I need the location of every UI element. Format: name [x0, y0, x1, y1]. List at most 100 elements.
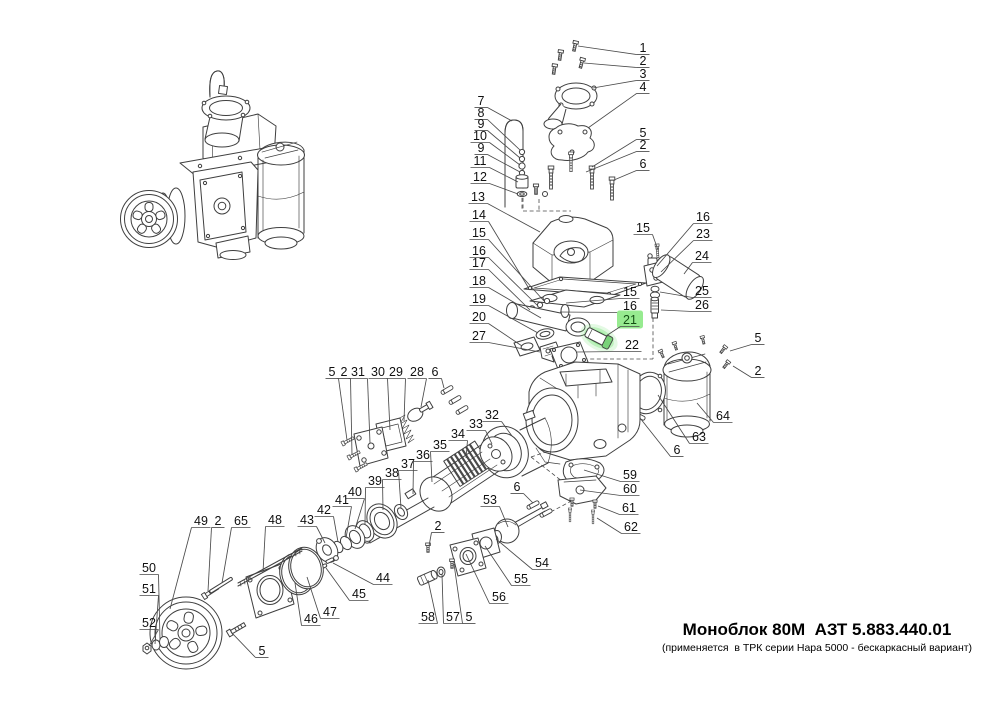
callout-53: 53: [480, 493, 509, 528]
callout-8: 8: [474, 106, 521, 151]
svg-text:33: 33: [469, 417, 483, 431]
callout-39: 39: [364, 474, 385, 525]
callout-56: 56: [465, 553, 509, 604]
callout-1: 1: [577, 41, 650, 55]
callout-5: 5: [729, 331, 765, 352]
callout-2: 2: [583, 54, 650, 68]
svg-text:38: 38: [385, 466, 399, 480]
callout-22: 22: [576, 338, 642, 353]
exploded-view: [142, 40, 732, 670]
callout-62: 62: [596, 517, 641, 534]
svg-text:48: 48: [268, 513, 282, 527]
svg-text:29: 29: [389, 365, 403, 379]
svg-text:2: 2: [215, 514, 222, 528]
callout-16: 16: [656, 210, 713, 267]
svg-text:8: 8: [478, 106, 485, 120]
svg-text:40: 40: [348, 485, 362, 499]
callout-51: 51: [139, 582, 159, 645]
svg-text:9: 9: [478, 141, 485, 155]
part-bearing-stack: [315, 503, 398, 570]
svg-text:62: 62: [624, 520, 638, 534]
svg-text:36: 36: [416, 448, 430, 462]
svg-text:9: 9: [478, 117, 485, 131]
svg-text:27: 27: [472, 329, 486, 343]
svg-text:3: 3: [640, 67, 647, 81]
svg-text:16: 16: [696, 210, 710, 224]
svg-text:49: 49: [194, 514, 208, 528]
svg-text:12: 12: [473, 170, 487, 184]
svg-text:53: 53: [483, 493, 497, 507]
svg-text:31: 31: [351, 365, 365, 379]
svg-text:7: 7: [478, 94, 485, 108]
svg-text:22: 22: [625, 338, 639, 352]
svg-text:43: 43: [300, 513, 314, 527]
svg-text:46: 46: [304, 612, 318, 626]
svg-text:6: 6: [640, 157, 647, 171]
callout-28: 28: [407, 365, 427, 408]
callout-9: 9: [474, 117, 521, 159]
callout-52: 52: [139, 616, 159, 647]
svg-text:15: 15: [472, 226, 486, 240]
svg-text:56: 56: [492, 590, 506, 604]
drawing-subtitle: (применяется в ТРК серии Нара 5000 - бес…: [661, 642, 973, 654]
svg-text:55: 55: [514, 572, 528, 586]
assembled-view: [120, 70, 305, 260]
callout-59: 59: [583, 468, 640, 482]
callout-63: 63: [657, 394, 709, 444]
svg-text:5: 5: [640, 126, 647, 140]
svg-text:11: 11: [474, 154, 487, 168]
svg-text:6: 6: [432, 365, 439, 379]
callout-64: 64: [696, 402, 733, 423]
svg-text:28: 28: [410, 365, 424, 379]
svg-text:6: 6: [674, 443, 681, 457]
svg-text:16: 16: [623, 299, 637, 313]
svg-text:44: 44: [376, 571, 390, 585]
svg-text:2: 2: [640, 54, 647, 68]
svg-text:34: 34: [451, 427, 465, 441]
callout-6: 6: [428, 365, 445, 389]
svg-text:15: 15: [623, 285, 637, 299]
svg-text:1: 1: [640, 41, 647, 55]
svg-text:21: 21: [623, 313, 637, 327]
svg-text:20: 20: [472, 310, 486, 324]
callout-65: 65: [221, 514, 251, 584]
svg-text:57: 57: [446, 610, 460, 624]
callout-13: 13: [468, 190, 541, 233]
callout-26: 26: [660, 298, 712, 312]
callout-42: 42: [314, 503, 339, 543]
svg-text:17: 17: [472, 256, 486, 270]
callout-57: 57: [441, 573, 463, 624]
callout-5: 5: [591, 126, 650, 168]
callout-20: 20: [469, 310, 523, 347]
part-pulley-fasteners: [200, 547, 303, 638]
svg-text:26: 26: [695, 298, 709, 312]
svg-text:42: 42: [317, 503, 331, 517]
callout-layer: 1234526789109111213141516171819202715162…: [139, 41, 765, 658]
svg-text:13: 13: [471, 190, 485, 204]
svg-text:45: 45: [352, 587, 366, 601]
callout-50: 50: [139, 561, 161, 641]
callout-35: 35: [430, 438, 450, 483]
svg-text:47: 47: [323, 605, 337, 619]
part-studs-top: [532, 165, 616, 201]
svg-text:32: 32: [485, 408, 499, 422]
callout-58: 58: [418, 579, 438, 624]
svg-text:5: 5: [755, 331, 762, 345]
highlight-badge: [617, 310, 643, 329]
callout-33: 33: [466, 417, 493, 445]
part-main-housing: [525, 361, 641, 465]
svg-text:6: 6: [514, 480, 521, 494]
svg-text:5: 5: [259, 644, 266, 658]
svg-text:5: 5: [466, 610, 473, 624]
svg-text:41: 41: [335, 493, 349, 507]
callout-44: 44: [332, 562, 393, 585]
callout-61: 61: [597, 501, 639, 515]
callout-2: 2: [337, 365, 353, 456]
svg-text:63: 63: [692, 430, 706, 444]
callout-30: 30: [368, 365, 391, 431]
svg-text:64: 64: [716, 409, 730, 423]
title-block: Моноблок 80М АЗТ 5.883.440.01 (применяет…: [638, 620, 996, 654]
callout-5: 5: [453, 563, 476, 624]
callout-16: 16: [469, 244, 539, 307]
